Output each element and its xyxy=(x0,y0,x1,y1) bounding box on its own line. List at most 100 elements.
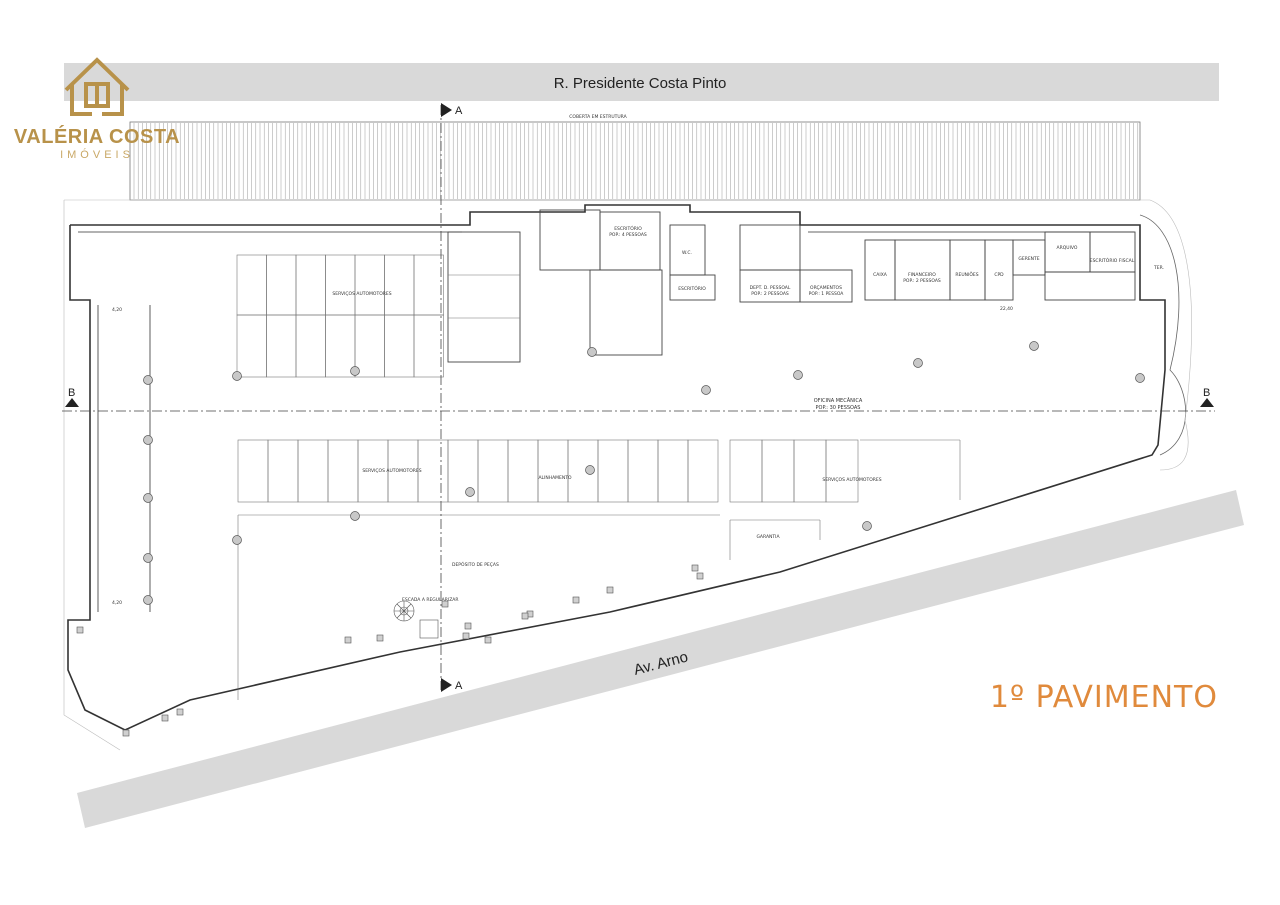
parking-stall xyxy=(657,439,689,503)
pillar xyxy=(465,487,475,497)
interior-lines xyxy=(237,274,961,700)
column xyxy=(161,714,169,722)
column xyxy=(122,729,130,737)
parking-stall xyxy=(297,439,329,503)
label-arquivo: ARQUIVO xyxy=(1057,245,1078,251)
pillar xyxy=(913,358,923,368)
pillar xyxy=(587,347,597,357)
parking-stall xyxy=(417,439,449,503)
section-marker-a-bottom-icon xyxy=(441,678,452,692)
label-dept-pessoal: DEPT. D. PESSOAL xyxy=(750,285,791,291)
parking-stall xyxy=(413,254,444,316)
label-garantia: GARANTIA xyxy=(756,534,780,540)
parking-stall xyxy=(295,254,326,316)
label-servicos-top: SERVIÇOS AUTOMOTORES xyxy=(332,291,391,297)
label-dim-1: 22,40 xyxy=(1000,306,1013,312)
pillar xyxy=(862,521,872,531)
parking-stall xyxy=(384,314,415,378)
column xyxy=(572,596,580,604)
section-marker-a-top-icon xyxy=(441,103,452,117)
label-dept-pop: POP.: 2 PESSOAS xyxy=(751,291,789,297)
parking-stall xyxy=(236,314,267,378)
parking-stall xyxy=(413,314,444,378)
pillar xyxy=(1135,373,1145,383)
parking-stall xyxy=(793,439,827,503)
label-servicos-right: SERVIÇOS AUTOMOTORES xyxy=(822,477,881,483)
column xyxy=(462,632,470,640)
parking-stall xyxy=(267,439,299,503)
label-gerente: GERENTE xyxy=(1018,256,1039,262)
street-band-bottom xyxy=(77,490,1244,828)
floor-label: 1º PAVIMENTO xyxy=(990,680,1218,715)
logo-tagline: IMÓVEIS xyxy=(60,148,134,161)
label-wc: W.C. xyxy=(682,250,692,256)
curved-wall-right xyxy=(1139,214,1187,456)
pillar xyxy=(143,553,153,563)
parking-stall xyxy=(384,254,415,316)
column xyxy=(441,600,449,608)
pillar xyxy=(1029,341,1039,351)
section-marker-a-top: A xyxy=(455,105,463,117)
section-marker-b-right-icon xyxy=(1200,398,1214,407)
label-ter: TER. xyxy=(1153,265,1164,271)
column xyxy=(76,626,84,634)
pillar xyxy=(143,595,153,605)
label-cpd: CPD xyxy=(994,272,1004,278)
label-dim-3: 4,20 xyxy=(112,600,122,606)
pillar xyxy=(232,535,242,545)
columns xyxy=(76,564,704,737)
parking-stall xyxy=(477,439,509,503)
roof-label: COBERTA EM ESTRUTURA xyxy=(569,114,627,120)
pillar xyxy=(232,371,242,381)
parking-stalls-middle xyxy=(237,439,859,503)
street-label-top: R. Presidente Costa Pinto xyxy=(554,75,727,92)
parking-stall xyxy=(327,439,359,503)
label-orc-pop: POP.: 1 PESSOA xyxy=(809,291,845,297)
column xyxy=(606,586,614,594)
section-marker-b-left-icon xyxy=(65,398,79,407)
pillar xyxy=(350,511,360,521)
parking-stall xyxy=(236,254,267,316)
column xyxy=(464,622,472,630)
column xyxy=(484,636,492,644)
section-marker-a-bottom: A xyxy=(455,680,463,692)
column xyxy=(376,634,384,642)
parking-stall xyxy=(325,254,356,316)
label-deposito: DEPÓSITO DE PEÇAS xyxy=(452,561,499,568)
label-financeiro: FINANCEIRO xyxy=(908,272,936,278)
section-marker-b-right: B xyxy=(1203,387,1210,399)
house-logo-icon xyxy=(64,57,130,116)
parking-stall xyxy=(597,439,629,503)
roof-hatch xyxy=(129,121,1141,201)
parking-stall xyxy=(729,439,763,503)
column xyxy=(696,572,704,580)
spiral-stair xyxy=(393,600,439,639)
label-alinhamento: ALINHAMENTO xyxy=(538,475,572,481)
offices-block xyxy=(447,209,1136,363)
label-servicos-mid: SERVIÇOS AUTOMOTORES xyxy=(362,468,421,474)
label-oficina-pop: POP.: 30 PESSOAS xyxy=(816,405,861,411)
label-escada: ESCADA A REGULARIZAR xyxy=(402,597,459,603)
label-caixa: CAIXA xyxy=(873,272,888,278)
label-oficina: OFICINA MECÂNICA xyxy=(814,397,863,404)
parking-stall xyxy=(295,314,326,378)
pillar xyxy=(701,385,711,395)
label-contab: ESCRITÓRIO FISCAL xyxy=(1090,257,1135,264)
parking-stall xyxy=(237,439,269,503)
parking-stall xyxy=(761,439,795,503)
parking-stall xyxy=(266,254,297,316)
pillars xyxy=(143,341,1145,605)
pillar xyxy=(143,375,153,385)
logo: VALÉRIA COSTA IMÓVEIS xyxy=(14,57,180,161)
parking-stall xyxy=(507,439,539,503)
parking-stall xyxy=(325,314,356,378)
column xyxy=(521,612,529,620)
logo-name: VALÉRIA COSTA xyxy=(14,125,180,148)
parking-stall xyxy=(266,314,297,378)
parking-stall xyxy=(354,314,385,378)
pillar xyxy=(793,370,803,380)
label-escritorio: ESCRITÓRIO xyxy=(614,225,642,232)
pillar xyxy=(143,435,153,445)
column xyxy=(176,708,184,716)
